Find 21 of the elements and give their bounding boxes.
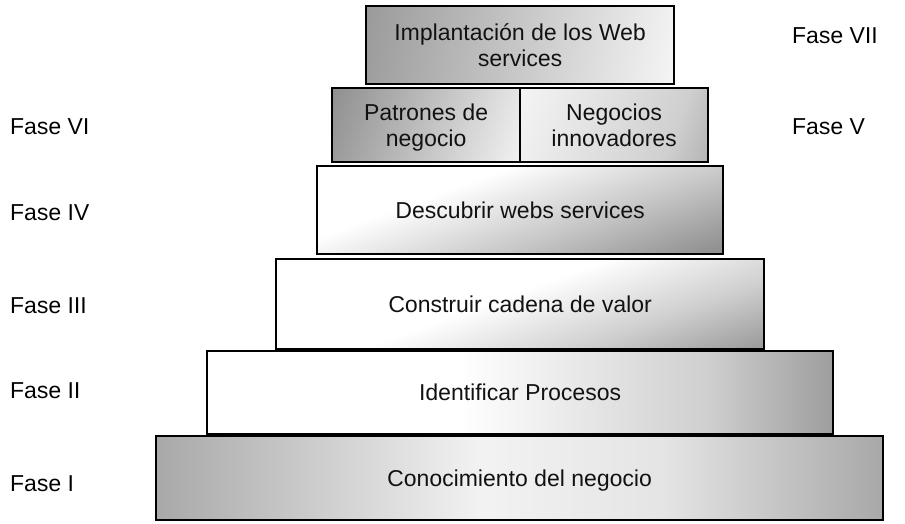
tier-label: Patrones de negocio <box>362 98 490 152</box>
phase-label: Fase IV <box>10 199 90 226</box>
phase-label: Fase VII <box>792 22 878 49</box>
phase-label: Fase I <box>10 470 74 497</box>
pyramid-tier <box>331 87 521 163</box>
pyramid-tier <box>155 435 884 521</box>
pyramid-tier <box>275 258 765 350</box>
pyramid-tier <box>316 165 724 255</box>
pyramid-tier <box>206 350 834 435</box>
tier-label: Conocimiento del negocio <box>387 464 652 492</box>
pyramid-tier <box>519 87 709 163</box>
pyramid-tier <box>365 5 675 85</box>
tier-label: Negocios innovadores <box>550 98 678 152</box>
tier-label: Implantación de los Web services <box>393 18 647 72</box>
tier-label: Construir cadena de valor <box>388 290 652 318</box>
tier-label: Descubrir webs services <box>395 196 645 224</box>
phase-label: Fase III <box>10 292 87 319</box>
phase-label: Fase V <box>792 113 865 140</box>
phase-label: Fase VI <box>10 113 90 140</box>
tier-label: Identificar Procesos <box>419 379 621 406</box>
phase-label: Fase II <box>10 377 80 404</box>
